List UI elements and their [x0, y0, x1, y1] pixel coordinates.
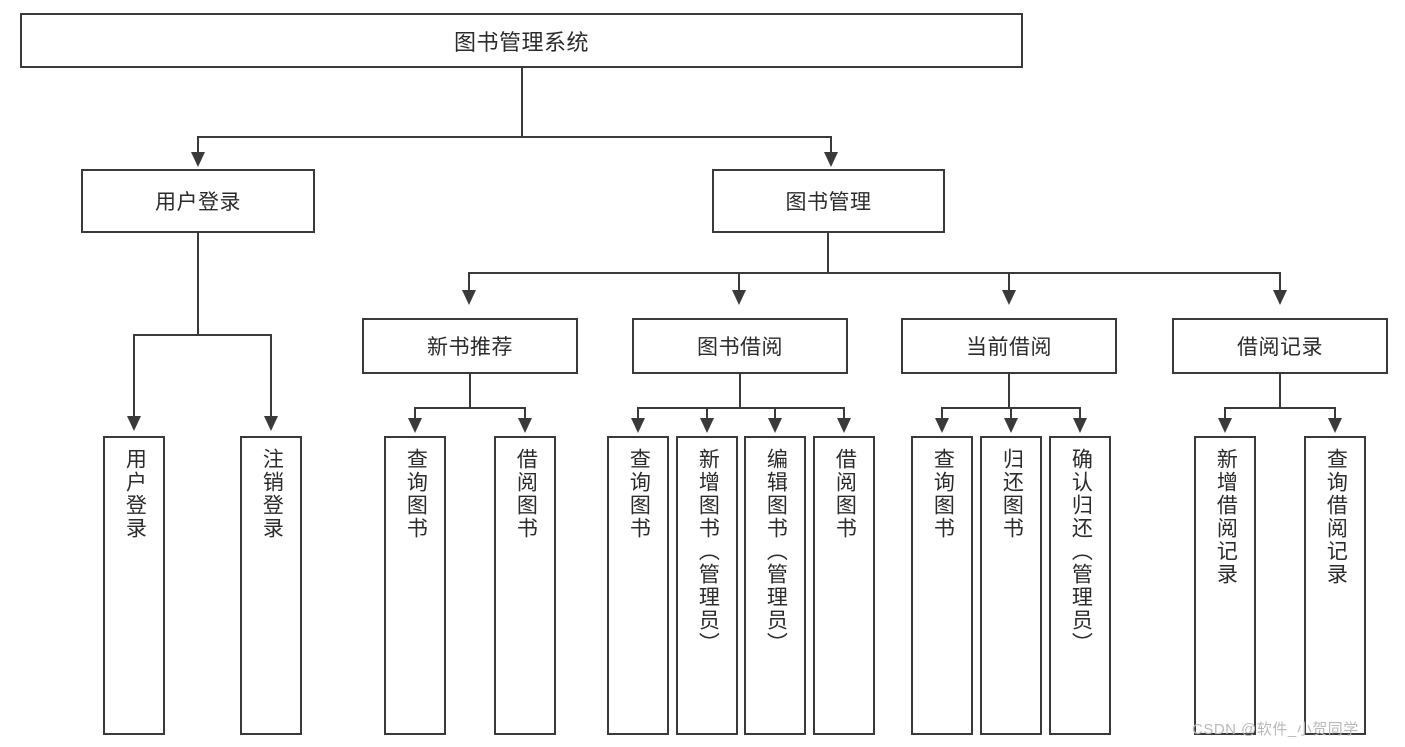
connector-book-borrow-stem — [739, 374, 741, 408]
node-label: 查询借阅记录 — [1324, 448, 1348, 586]
arrow-to-nb-2 — [518, 418, 532, 433]
arrow-to-bb-2 — [700, 418, 714, 433]
arrow-to-cb-3 — [1073, 418, 1087, 433]
connector-drop-nb-2 — [524, 407, 526, 419]
node-user-login[interactable]: 用户登录 — [81, 169, 315, 233]
connector-root-stem — [521, 68, 523, 137]
node-label: 归还图书 — [1000, 448, 1024, 540]
connector-drop-nb-1 — [414, 407, 416, 419]
node-new-book-recommend[interactable]: 新书推荐 — [362, 318, 578, 374]
arrow-to-cb-1 — [935, 418, 949, 433]
connector-new-book-bus — [414, 407, 526, 409]
leaf-nb-borrow-book[interactable]: 借阅图书 — [494, 436, 556, 735]
leaf-nb-query-book[interactable]: 查询图书 — [384, 436, 446, 735]
connector-drop-cb-1 — [941, 407, 943, 419]
node-root-system[interactable]: 图书管理系统 — [20, 13, 1023, 68]
connector-book-borrow-bus — [637, 407, 845, 409]
node-label: 用户登录 — [155, 191, 241, 214]
leaf-user-login[interactable]: 用户登录 — [103, 436, 165, 735]
node-book-manage[interactable]: 图书管理 — [712, 169, 945, 233]
connector-drop-cb-2 — [1010, 407, 1012, 419]
arrow-to-book-borrow — [732, 290, 746, 305]
connector-new-book-stem — [469, 374, 471, 408]
connector-book-manage-bus — [468, 272, 1281, 274]
node-label: 借阅记录 — [1237, 336, 1323, 359]
node-label: 图书管理 — [785, 191, 872, 214]
node-borrow-record[interactable]: 借阅记录 — [1172, 318, 1388, 374]
leaf-cb-query-book[interactable]: 查询图书 — [911, 436, 973, 735]
node-label: 注销登录 — [260, 448, 284, 540]
node-label: 用户登录 — [123, 448, 147, 540]
connector-drop-cb-3 — [1079, 407, 1081, 419]
connector-drop-book-borrow — [738, 272, 740, 292]
node-label: 图书管理系统 — [453, 29, 589, 55]
connector-drop-bb-4 — [843, 407, 845, 419]
connector-drop-bb-2 — [706, 407, 708, 419]
csdn-watermark: CSDN @软件_小贺同学 — [1192, 721, 1359, 738]
arrow-to-bb-1 — [631, 418, 645, 433]
arrow-to-nb-1 — [408, 418, 422, 433]
arrow-to-new-book — [462, 290, 476, 305]
connector-root-bus — [197, 136, 832, 138]
connector-drop-new-book — [468, 272, 470, 292]
leaf-logout[interactable]: 注销登录 — [240, 436, 302, 735]
arrow-to-current-borrow — [1002, 290, 1016, 305]
node-label: 查询图书 — [404, 448, 428, 540]
node-current-borrow[interactable]: 当前借阅 — [901, 318, 1117, 374]
connector-drop-current-borrow — [1008, 272, 1010, 292]
connector-drop-leaf-logout — [270, 334, 272, 418]
arrow-to-leaf-logout — [264, 416, 278, 431]
node-label: 查询图书 — [931, 448, 955, 540]
node-label: 新书推荐 — [427, 336, 513, 359]
connector-book-manage-stem — [827, 233, 829, 273]
connector-drop-br-1 — [1224, 407, 1226, 419]
leaf-br-add-record[interactable]: 新增借阅记录 — [1194, 436, 1256, 735]
node-label: 借阅图书 — [514, 448, 538, 540]
leaf-bb-borrow-book[interactable]: 借阅图书 — [813, 436, 875, 735]
arrow-to-br-2 — [1328, 418, 1342, 433]
connector-drop-br-2 — [1334, 407, 1336, 419]
node-label: 图书借阅 — [697, 336, 783, 359]
connector-drop-borrow-record — [1279, 272, 1281, 292]
connector-drop-user-login — [197, 136, 199, 154]
node-label: 借阅图书 — [833, 448, 857, 540]
connector-drop-book-manage — [830, 136, 832, 154]
arrow-to-bb-3 — [768, 418, 782, 433]
arrow-to-borrow-record — [1273, 290, 1287, 305]
node-label: 确认归还（管理员） — [1069, 448, 1093, 655]
arrow-to-book-manage — [824, 152, 838, 167]
leaf-bb-add-book-admin[interactable]: 新增图书（管理员） — [676, 436, 738, 735]
node-label: 当前借阅 — [966, 336, 1052, 359]
node-label: 新增借阅记录 — [1214, 448, 1238, 586]
connector-borrow-record-stem — [1279, 374, 1281, 408]
connector-drop-bb-1 — [637, 407, 639, 419]
leaf-bb-query-book[interactable]: 查询图书 — [607, 436, 669, 735]
connector-user-login-bus — [133, 334, 272, 336]
arrow-to-bb-4 — [837, 418, 851, 433]
connector-user-login-stem — [197, 233, 199, 335]
node-label: 查询图书 — [627, 448, 651, 540]
arrow-to-leaf-user-login — [127, 416, 141, 431]
arrow-to-br-1 — [1218, 418, 1232, 433]
connector-drop-bb-3 — [774, 407, 776, 419]
connector-current-borrow-stem — [1008, 374, 1010, 408]
leaf-br-query-record[interactable]: 查询借阅记录 — [1304, 436, 1366, 735]
arrow-to-user-login — [191, 152, 205, 167]
node-book-borrow[interactable]: 图书借阅 — [632, 318, 848, 374]
leaf-cb-return-book[interactable]: 归还图书 — [980, 436, 1042, 735]
leaf-bb-edit-book-admin[interactable]: 编辑图书（管理员） — [744, 436, 806, 735]
leaf-cb-confirm-return-admin[interactable]: 确认归还（管理员） — [1049, 436, 1111, 735]
node-label: 编辑图书（管理员） — [764, 448, 788, 655]
connector-borrow-record-bus — [1224, 407, 1336, 409]
connector-drop-leaf-user-login — [133, 334, 135, 418]
arrow-to-cb-2 — [1004, 418, 1018, 433]
node-label: 新增图书（管理员） — [696, 448, 720, 655]
